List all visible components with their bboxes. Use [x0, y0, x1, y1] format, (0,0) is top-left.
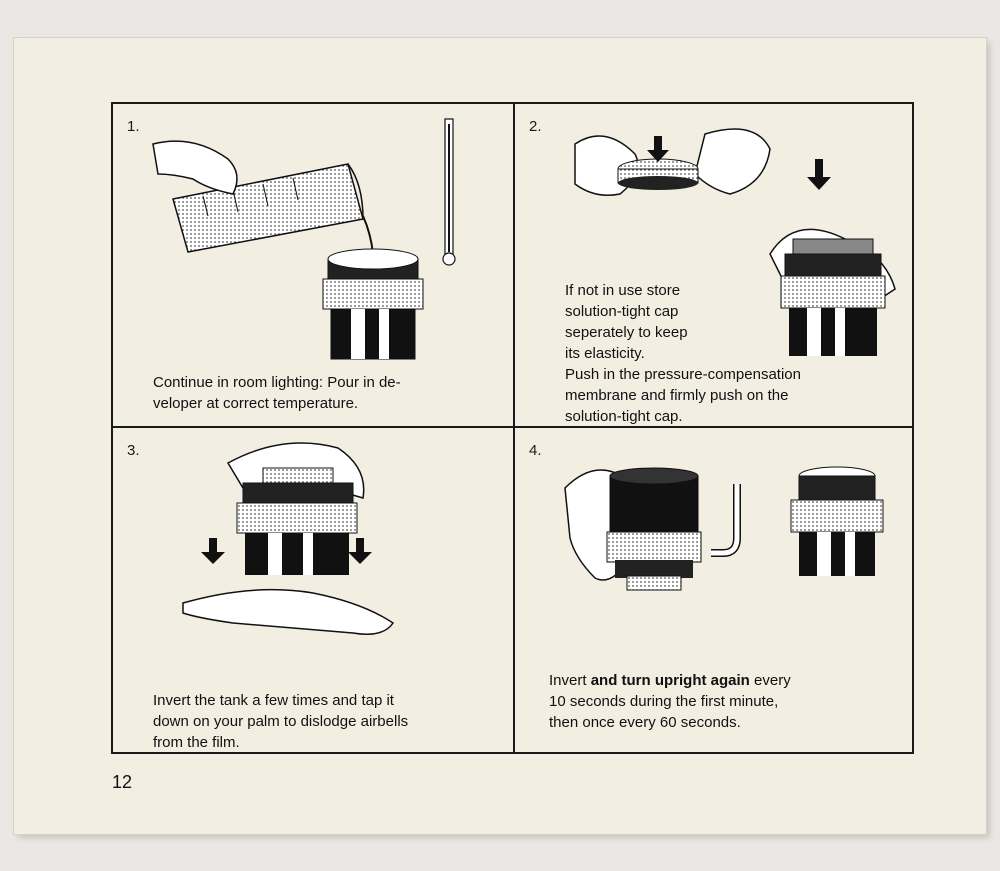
developing-tank-icon	[790, 466, 884, 576]
step-4-caption-bold: and turn upright again	[590, 672, 750, 689]
step-4-caption: Invert and turn upright again every 10 s…	[549, 670, 791, 733]
step-1-caption-line: Continue in room lighting: Pour in de-	[153, 374, 401, 391]
developing-tank-icon	[236, 467, 358, 575]
step-2-caption-line: membrane and firmly push on the	[565, 387, 789, 404]
cap-and-membrane-illustration	[574, 128, 896, 356]
step-2-caption-line: solution-tight cap	[565, 303, 679, 320]
step-4-caption-line: Invert and turn upright again every	[549, 670, 791, 691]
step-2-caption-line: its elasticity.	[565, 345, 645, 362]
step-3-caption: Invert the tank a few times and tap it d…	[153, 690, 408, 752]
grid-divider-horizontal	[113, 426, 912, 428]
step-4-caption-word: Invert	[549, 672, 587, 689]
arrow-down-icon	[647, 136, 669, 162]
step-3-caption-line: from the film.	[153, 734, 240, 751]
step-3-number: 3.	[127, 442, 140, 459]
step-2-caption-line: If not in use store	[565, 282, 681, 299]
developing-tank-icon	[780, 238, 886, 356]
hand-icon	[152, 140, 238, 195]
step-2-caption: If not in use store solution-tight cap s…	[565, 280, 801, 426]
step-2-caption-line: seperately to keep	[565, 324, 688, 341]
step-2-caption-line: Push in the pressure-compensation	[565, 366, 801, 383]
step-4-number: 4.	[529, 442, 542, 459]
step-4-caption-suffix: every	[749, 672, 791, 689]
arrow-down-icon	[807, 159, 831, 190]
rotation-arrow-icon	[711, 484, 741, 557]
membrane-cap-icon	[617, 158, 699, 190]
agitation-cycle-illustration	[564, 466, 884, 591]
step-1-panel: 1.	[113, 104, 513, 426]
open-palm-icon	[182, 588, 395, 635]
thermometer-icon	[442, 118, 456, 266]
grid-divider-vertical	[513, 104, 515, 752]
instruction-grid: 1.	[111, 102, 914, 754]
step-3-caption-line: Invert the tank a few times and tap it	[153, 692, 394, 709]
step-3-caption-line: down on your palm to dislodge airbells	[153, 713, 409, 730]
step-1-caption: Continue in room lighting: Pour in de- v…	[153, 372, 401, 414]
developing-tank-icon	[322, 248, 424, 360]
step-4-caption-line: then once every 60 seconds.	[549, 714, 741, 731]
right-hand-icon	[694, 128, 771, 195]
page-number: 12	[112, 772, 133, 792]
step-4-panel: 4.	[515, 428, 914, 752]
step-2-number: 2.	[529, 118, 542, 135]
arrow-down-icon	[201, 538, 225, 564]
step-4-caption-line: 10 seconds during the first minute,	[549, 693, 779, 710]
step-3-panel: 3.	[113, 428, 513, 752]
pour-developer-illustration	[152, 118, 456, 360]
step-1-caption-line: veloper at correct temperature.	[153, 395, 359, 412]
inverted-tank-icon	[606, 467, 702, 591]
invert-tank-illustration	[182, 442, 395, 635]
step-2-caption-line: solution-tight cap.	[565, 408, 683, 425]
step-1-number: 1.	[127, 118, 140, 135]
arrow-down-icon	[348, 538, 372, 564]
step-2-panel: 2.	[515, 104, 914, 426]
